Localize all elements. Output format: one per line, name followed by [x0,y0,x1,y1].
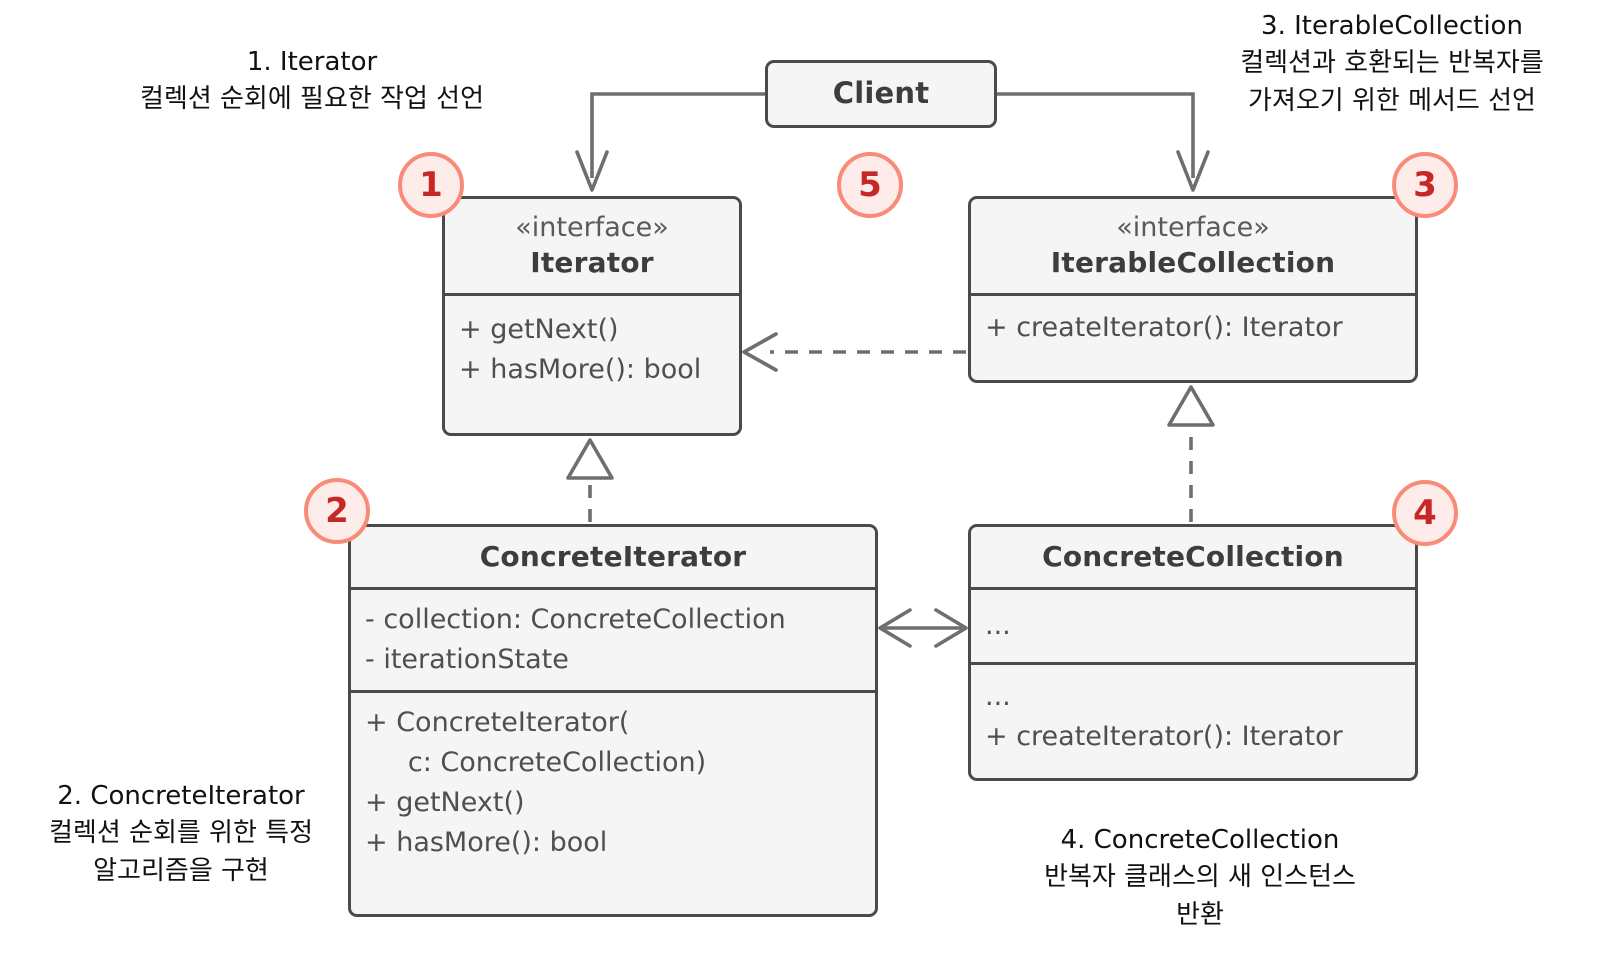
badge-marker-5[interactable]: 5 [837,152,903,218]
concreteiterator-attributes: - collection: ConcreteCollection - itera… [351,590,875,694]
annotation-concretecollection: 4. ConcreteCollection 반복자 클래스의 새 인스턴스 반환 [1044,825,1356,930]
iterator-methods: + getNext() + hasMore(): bool [445,296,739,405]
link-realization-concreteiterator-to-iterator [566,438,614,522]
class-name-iterablecollection: IterableCollection [1050,245,1336,279]
concretecollection-method-0: ... [985,681,1011,713]
concreteiterator-method-0: + ConcreteIterator( [365,707,630,739]
class-box-concretecollection[interactable]: ConcreteCollection ... ... + createItera… [968,524,1418,781]
iterablecollection-stereotype: «interface» [1116,212,1270,243]
concreteiterator-methods: + ConcreteIterator( c: ConcreteCollectio… [351,693,875,872]
link-association-concreteiterator-concretecollection [878,608,968,648]
concretecollection-attributes: ... [971,590,1415,666]
concretecollection-methods: ... + createIterator(): Iterator [971,665,1415,766]
iterator-method-0: + getNext() [459,314,619,346]
concreteiterator-header: ConcreteIterator [351,527,875,591]
class-name-client: Client [832,76,930,111]
iterator-header: «interface» Iterator [445,199,739,297]
badge-marker-2[interactable]: 2 [304,478,370,544]
annotation-iterator: 1. Iterator 컬렉션 순회에 필요한 작업 선언 [139,47,485,115]
concreteiterator-attribute-0: - collection: ConcreteCollection [365,604,786,636]
concretecollection-attribute-0: ... [985,610,1011,642]
concreteiterator-method-3: + hasMore(): bool [365,827,608,859]
badge-marker-3[interactable]: 3 [1392,152,1458,218]
concretecollection-header: ConcreteCollection [971,527,1415,591]
link-realization-concretecollection-to-iterablecollection [1167,385,1215,522]
iterablecollection-method-0: + createIterator(): Iterator [985,312,1343,344]
iterator-stereotype: «interface» [515,212,669,243]
class-box-concreteiterator[interactable]: ConcreteIterator - collection: ConcreteC… [348,524,878,917]
iterator-method-1: + hasMore(): bool [459,354,702,386]
class-name-concreteiterator: ConcreteIterator [479,540,747,573]
concretecollection-method-1: + createIterator(): Iterator [985,721,1343,753]
badge-marker-1[interactable]: 1 [398,152,464,218]
annotation-iterablecollection: 3. IterableCollection 컬렉션과 호환되는 반복자를 가져오… [1240,11,1544,116]
link-dependency-iterablecollection-to-iterator [742,332,966,372]
annotation-concreteiterator: 2. ConcreteIterator 컬렉션 순회를 위한 특정 알고리즘을 … [49,781,313,886]
class-box-iterablecollection[interactable]: «interface» IterableCollection + createI… [968,196,1418,383]
concreteiterator-method-1: c: ConcreteCollection) [365,747,707,779]
badge-marker-4[interactable]: 4 [1392,480,1458,546]
iterablecollection-header: «interface» IterableCollection [971,199,1415,297]
link-client-to-iterator [575,92,765,192]
concreteiterator-method-2: + getNext() [365,787,525,819]
class-box-client[interactable]: Client [765,60,997,128]
iterablecollection-methods: + createIterator(): Iterator [971,296,1415,361]
class-box-iterator[interactable]: «interface» Iterator + getNext() + hasMo… [442,196,742,436]
class-name-iterator: Iterator [530,245,654,279]
concreteiterator-attribute-1: - iterationState [365,644,569,676]
class-name-concretecollection: ConcreteCollection [1042,540,1344,573]
